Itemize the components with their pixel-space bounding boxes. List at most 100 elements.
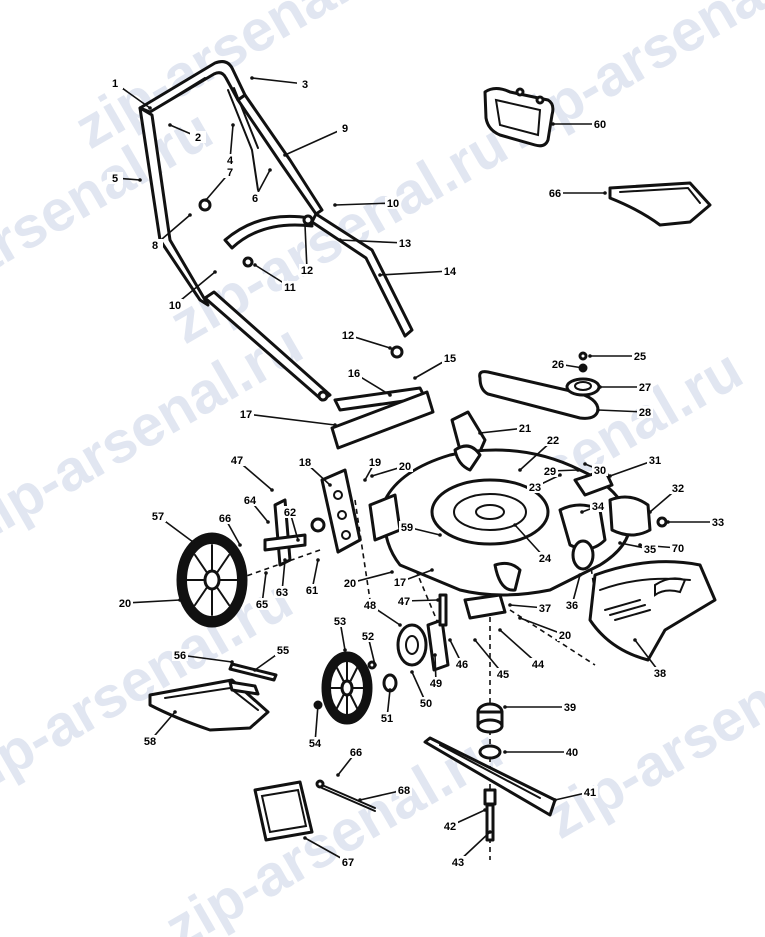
callout-background [396,595,412,607]
callout-background [397,237,413,249]
callout-background [217,512,233,524]
part-callout-30: 30 [594,465,606,477]
part-callout-48: 48 [364,600,376,612]
part-callout-33: 33 [712,517,724,529]
callout-background [340,329,356,341]
part-callout-66: 66 [549,188,561,200]
part-callout-10: 10 [387,198,399,210]
leader-arrowhead [473,638,477,642]
callout-background [362,599,378,611]
part-callout-51: 51 [381,713,393,725]
leader-arrowhead [430,568,434,572]
leader-arrowhead [553,798,557,802]
part-callout-46: 46 [456,659,468,671]
callout-background [428,677,444,689]
callout-background [147,239,163,251]
part-callout-45: 45 [497,669,509,681]
callout-background [550,358,566,370]
leader-arrowhead [478,431,482,435]
callout-background [590,500,606,512]
rear-flap-60 [483,87,555,148]
leader-arrowhead [268,168,272,172]
leader-arrowhead [316,558,320,562]
leader-arrowhead [588,354,592,358]
leader-arrowhead [580,510,584,514]
leader-arrowhead [433,653,437,657]
leader-arrowhead [633,638,637,642]
part-callout-15: 15 [444,353,456,365]
callout-background [304,584,320,596]
height-adjuster-18 [263,468,362,567]
callout-background [297,78,313,90]
part-callout-56: 56 [174,650,186,662]
leader-arrowhead [328,483,332,487]
callout-background [307,737,323,749]
rear-wheel-57 [176,532,248,628]
callout-background [348,746,364,758]
leader-arrowhead [503,750,507,754]
part-callout-67: 67 [342,857,354,869]
callout-background [632,350,648,362]
part-callout-43: 43 [452,857,464,869]
front-wheel-53 [321,651,373,725]
leader-arrowhead [503,705,507,709]
leader-arrowhead [388,688,392,692]
callout-background [274,586,290,598]
leader-arrowhead [596,408,600,412]
leader-arrowhead [253,668,257,672]
watermark-text: zip-arsenal.ru [154,716,513,937]
leader-arrowhead [513,523,517,527]
callout-background [222,154,238,166]
part-callout-42: 42 [444,821,456,833]
callout-background [637,406,653,418]
leader-arrowhead [551,122,555,126]
leader-arrowhead [303,223,307,227]
callout-background [495,668,511,680]
leader-arrowhead [413,376,417,380]
belt-pulley [478,351,601,420]
part-callout-13: 13 [399,238,411,250]
leader-arrowhead [390,570,394,574]
callout-background [442,820,458,832]
callout-background [297,456,313,468]
leader-arrowhead [508,603,512,607]
callout-background [564,746,580,758]
leader-arrowhead [188,213,192,217]
part-callout-9: 9 [342,123,348,135]
part-callout-40: 40 [566,747,578,759]
leader-arrowhead [333,423,337,427]
callout-background [238,408,254,420]
leader-arrowhead [213,270,217,274]
part-callout-22: 22 [547,435,559,447]
callout-background [642,543,658,555]
part-callout-14: 14 [444,266,457,278]
leader-arrowhead [204,198,208,202]
callout-background [527,481,543,493]
leader-arrowhead [378,273,382,277]
part-callout-20: 20 [399,461,411,473]
part-callout-18: 18 [299,457,311,469]
part-callout-29: 29 [544,466,556,478]
part-callout-57: 57 [152,511,164,523]
callout-background [282,281,298,293]
part-callout-38: 38 [654,668,666,680]
part-callout-37: 37 [539,603,551,615]
callout-background [530,658,546,670]
leader-arrowhead [250,76,254,80]
part-callout-70: 70 [672,543,684,555]
leader-arrowhead [296,538,300,542]
leader-arrowhead [230,660,234,664]
callout-background [337,122,353,134]
callout-background [254,598,270,610]
leader-arrowhead [388,346,392,350]
callout-background [537,552,553,564]
leader-arrowhead [358,798,362,802]
callout-background [342,577,358,589]
callout-background [647,454,663,466]
part-callout-3: 3 [302,79,308,91]
part-callout-47: 47 [398,596,410,608]
callout-background [397,460,413,472]
callout-background [592,464,608,476]
callout-background [340,856,356,868]
